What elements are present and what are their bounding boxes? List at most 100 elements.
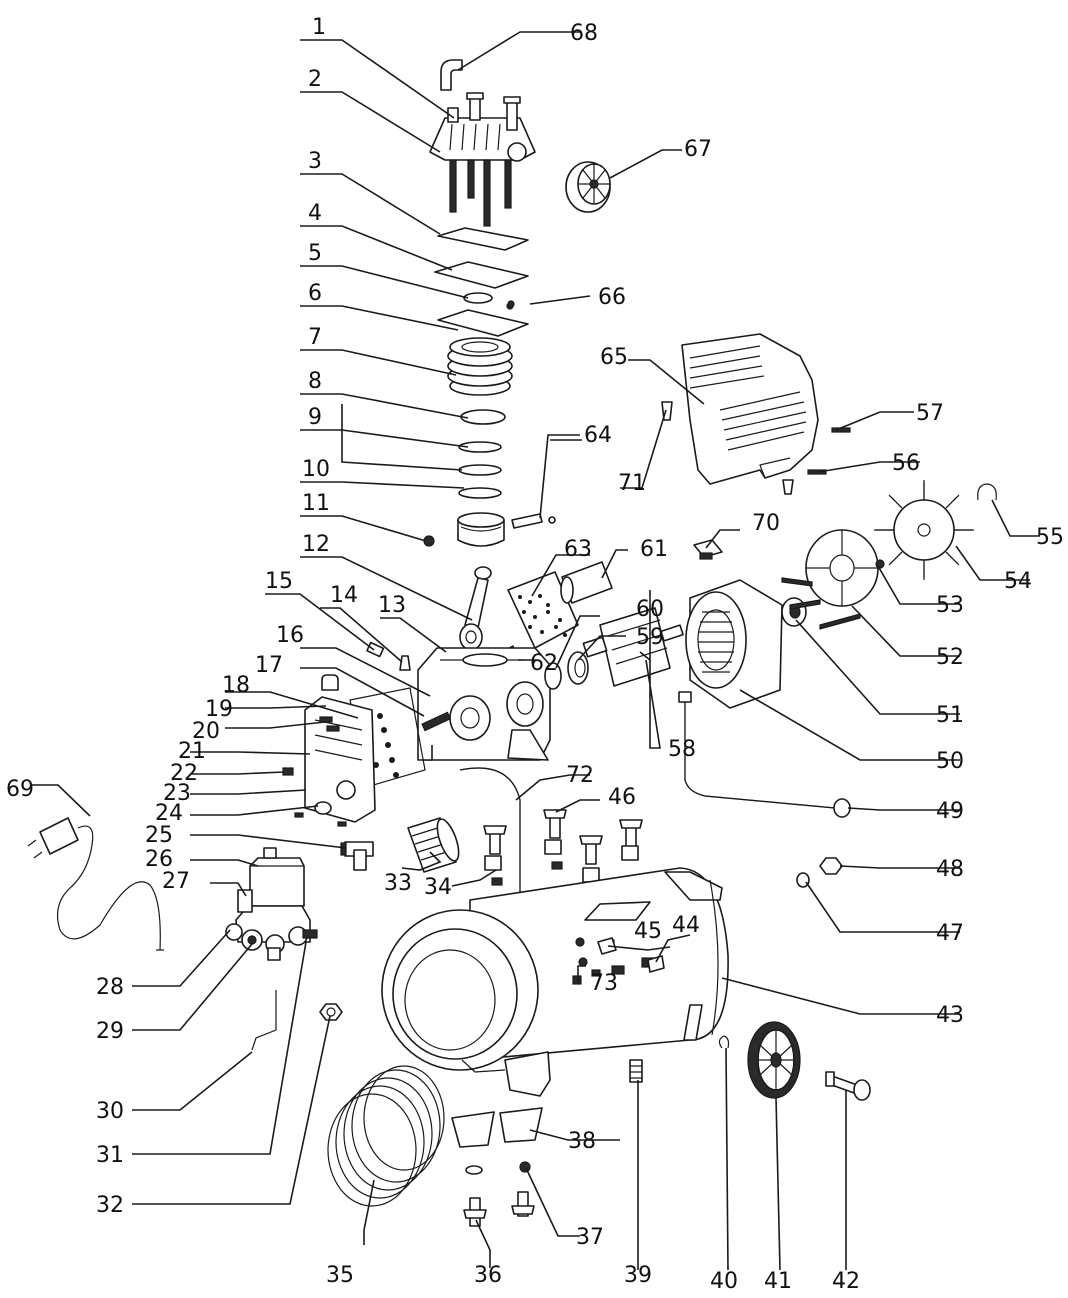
callout-30: 30 — [96, 1099, 124, 1124]
part-rotor — [582, 607, 684, 687]
callout-52: 52 — [936, 645, 964, 670]
callout-46: 46 — [608, 785, 636, 810]
callout-31: 31 — [96, 1143, 124, 1168]
part-check-valve — [597, 937, 617, 955]
part-foot-bolt — [463, 1191, 535, 1227]
part-cylinder-head — [429, 92, 536, 227]
callout-56: 56 — [892, 451, 920, 476]
callout-22: 22 — [170, 761, 198, 786]
callout-4: 4 — [308, 201, 322, 226]
part-oil-window — [282, 767, 294, 776]
part-piston — [457, 512, 505, 547]
part-sleeve — [560, 561, 613, 604]
callout-21: 21 — [178, 739, 206, 764]
callout-14: 14 — [330, 583, 358, 608]
part-connecting-rod — [459, 566, 492, 651]
part-valve-dowel — [507, 300, 515, 308]
callout-10: 10 — [302, 457, 330, 482]
callout-60: 60 — [636, 597, 664, 622]
callout-11: 11 — [302, 491, 330, 516]
part-valve-plate — [434, 261, 529, 289]
part-cooling-fan — [874, 480, 974, 580]
part-nut-37 — [519, 1161, 531, 1173]
part-screw-24b — [337, 821, 347, 827]
callout-45: 45 — [634, 919, 662, 944]
leader-lines — [30, 31, 1040, 1271]
callout-54: 54 — [1004, 569, 1032, 594]
part-oil-plug — [321, 674, 339, 691]
part-wheel — [747, 1021, 801, 1099]
callout-51: 51 — [936, 703, 964, 728]
callout-57: 57 — [916, 401, 944, 426]
callout-17: 17 — [255, 653, 283, 678]
callout-58: 58 — [668, 737, 696, 762]
part-pressure-switch — [225, 847, 318, 961]
part-clip — [718, 1035, 730, 1049]
callout-25: 25 — [145, 823, 173, 848]
part-capacitor — [693, 539, 723, 560]
part-air-filter — [565, 161, 611, 213]
part-crankcase — [417, 647, 551, 761]
part-end-bracket — [781, 529, 885, 630]
callout-59: 59 — [636, 625, 664, 650]
callout-13: 13 — [378, 593, 406, 618]
callout-23: 23 — [163, 781, 191, 806]
callout-69: 69 — [6, 777, 34, 802]
callout-64: 64 — [584, 423, 612, 448]
callout-40: 40 — [710, 1269, 738, 1294]
callout-8: 8 — [308, 369, 322, 394]
callout-26: 26 — [145, 847, 173, 872]
callout-48: 48 — [936, 857, 964, 882]
part-fitting-nut — [819, 857, 843, 875]
callout-53: 53 — [936, 593, 964, 618]
callout-24: 24 — [155, 801, 183, 826]
part-mount-bolts — [483, 809, 643, 886]
part-bent-tube — [251, 990, 277, 1051]
callout-66: 66 — [598, 285, 626, 310]
part-screw-20b — [326, 725, 340, 732]
callout-6: 6 — [308, 281, 322, 306]
callout-42: 42 — [832, 1269, 860, 1294]
callout-67: 67 — [684, 137, 712, 162]
callout-16: 16 — [276, 623, 304, 648]
callout-29: 29 — [96, 1019, 124, 1044]
part-elbow-fitting — [440, 59, 463, 91]
part-rear-bearing — [781, 597, 807, 627]
callout-36: 36 — [474, 1263, 502, 1288]
callout-49: 49 — [936, 799, 964, 824]
callout-20: 20 — [192, 719, 220, 744]
part-bearing — [567, 651, 589, 685]
callout-43: 43 — [936, 1003, 964, 1028]
part-screw-24a — [294, 812, 304, 818]
part-o-ring — [796, 872, 810, 888]
callout-62: 62 — [530, 651, 558, 676]
part-rubber-foot — [451, 1107, 543, 1148]
callout-65: 65 — [600, 345, 628, 370]
callout-38: 38 — [568, 1129, 596, 1154]
callout-3: 3 — [308, 149, 322, 174]
part-hex-nut — [319, 1003, 343, 1021]
callout-47: 47 — [936, 921, 964, 946]
part-axle-bolt — [825, 1071, 871, 1101]
part-stator — [685, 579, 783, 709]
callout-72: 72 — [566, 763, 594, 788]
callout-37: 37 — [576, 1225, 604, 1250]
callout-32: 32 — [96, 1193, 124, 1218]
part-cylinder — [447, 337, 513, 396]
callout-7: 7 — [308, 325, 322, 350]
part-flexible-hose — [407, 817, 460, 873]
callout-27: 27 — [162, 869, 190, 894]
part-coil-hose — [327, 1065, 445, 1207]
part-cylinder-gasket — [437, 309, 529, 337]
part-power-cord — [27, 817, 164, 951]
part-safety-valve — [647, 955, 665, 973]
callout-41: 41 — [764, 1269, 792, 1294]
callout-39: 39 — [624, 1263, 652, 1288]
callout-55: 55 — [1036, 525, 1064, 550]
callout-2: 2 — [308, 67, 322, 92]
part-bearing-washer — [544, 662, 562, 690]
part-piston-ring-9a — [458, 441, 502, 453]
part-delivery-tube — [678, 691, 851, 818]
